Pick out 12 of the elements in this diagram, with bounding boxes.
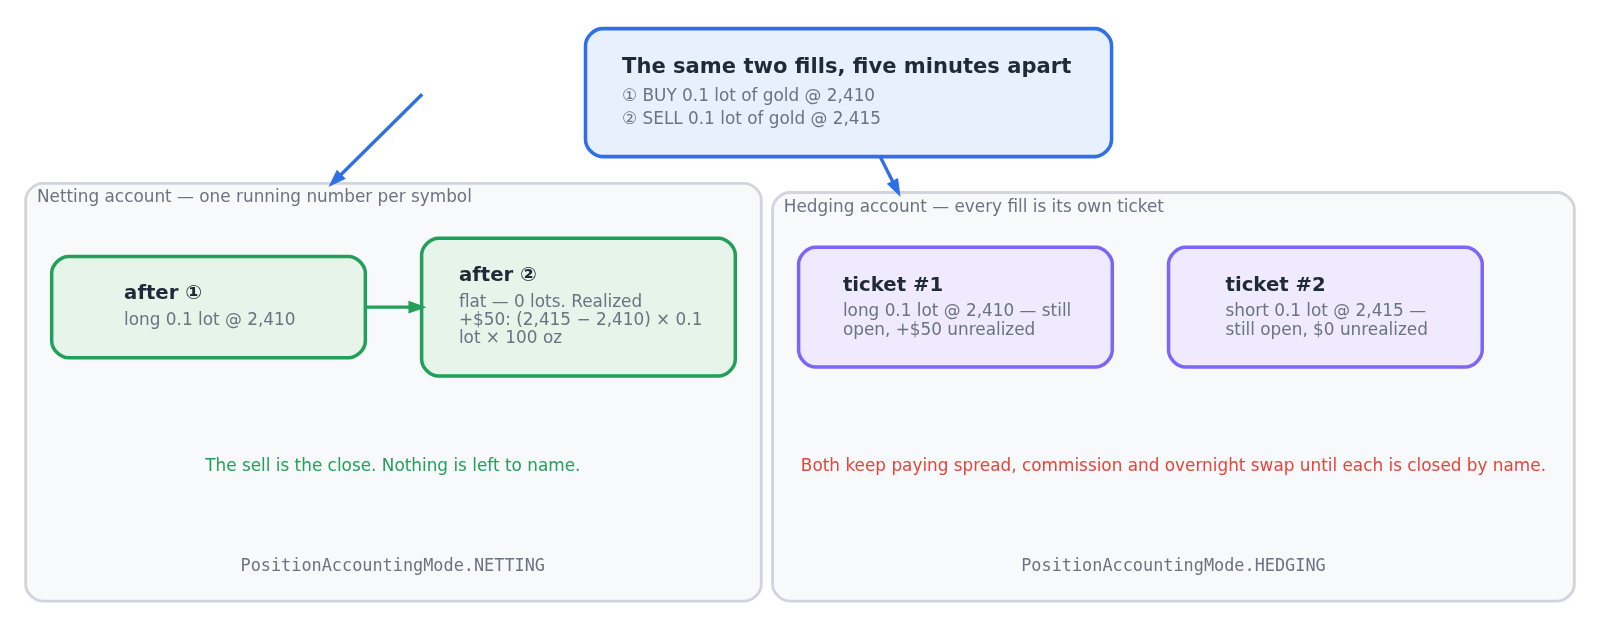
node-box: after ① long 0.1 lot @ 2,410 [49, 254, 368, 360]
arrow [878, 155, 901, 197]
arrow [365, 300, 427, 313]
label: PositionAccountingMode.HEDGING [1021, 554, 1326, 575]
node-box: ticket #1 long 0.1 lot @ 2,410 — still open, +$50 unrealized [796, 245, 1115, 369]
node-box: after ② flat — 0 lots. Realized +$50: (2,415 − 2,410) × 0.1 lot × 100 oz [419, 235, 738, 378]
label: PositionAccountingMode.NETTING [240, 554, 546, 575]
node-box: The same two fills, five minutes apart ① BUY 0.1 lot of gold @ 2,410 ② SELL 0.1 lot of gold @ 2,415 [583, 26, 1114, 158]
label: Both keep paying spread, commission and overnight swap until each is closed by name. [800, 454, 1547, 475]
node-box: ticket #2 short 0.1 lot @ 2,415 — still open, $0 unrealized [1166, 245, 1484, 369]
arrow [328, 92, 424, 187]
label: The sell is the close. Nothing is left to name. [205, 454, 581, 475]
